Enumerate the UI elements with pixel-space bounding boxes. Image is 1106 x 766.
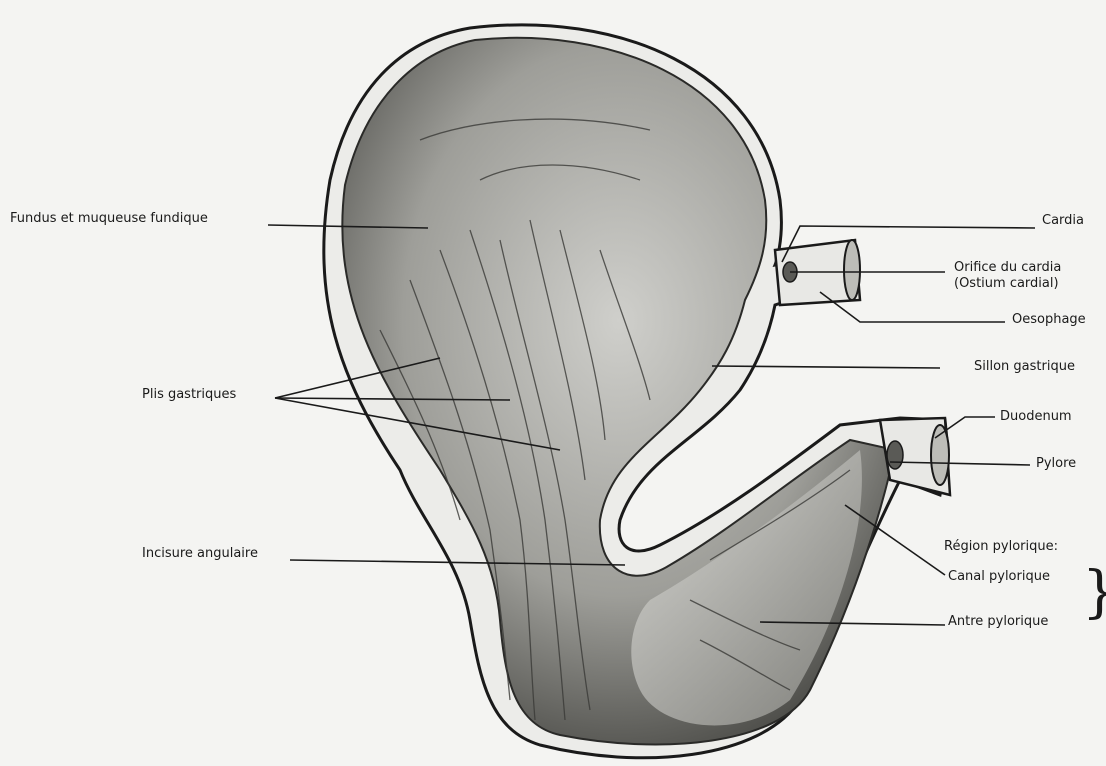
label-orifice: Orifice du cardia (Ostium cardial) [954,260,1061,293]
label-region-pylorique: Région pylorique: [944,540,1058,553]
label-orifice-line1: Orifice du cardia [954,260,1061,276]
label-incisure: Incisure angulaire [142,547,258,560]
label-cardia: Cardia [1042,214,1084,227]
bracket-region-pylorique: } [1082,565,1106,621]
label-duodenum: Duodenum [1000,410,1072,423]
label-plis: Plis gastriques [142,388,236,401]
label-fundus: Fundus et muqueuse fundique [10,212,208,225]
label-antre: Antre pylorique [948,615,1048,628]
label-orifice-line2: (Ostium cardial) [954,276,1061,292]
label-sillon: Sillon gastrique [974,360,1075,373]
label-pylore: Pylore [1036,457,1076,470]
label-oesophage: Oesophage [1012,313,1086,326]
label-canal: Canal pylorique [948,570,1050,583]
